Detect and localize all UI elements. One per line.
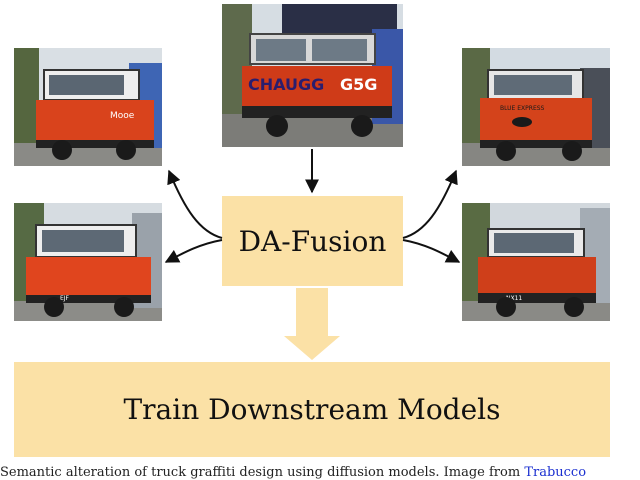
truck-image-top-right: BLUE EXPRESS [462, 48, 610, 166]
da-fusion-label: DA-Fusion [238, 224, 387, 258]
train-downstream-box: Train Downstream Models [14, 362, 610, 457]
arrow-fusion-to-top-left [167, 169, 223, 239]
truck-photo-top-right: BLUE EXPRESS [462, 48, 610, 166]
figure-caption: Semantic alteration of truck graffiti de… [0, 465, 640, 480]
truck-panel-text: BLUE EXPRESS [500, 105, 545, 112]
da-fusion-box: DA-Fusion [222, 196, 403, 286]
arrow-fusion-to-bottom-right [402, 239, 461, 263]
train-downstream-label: Train Downstream Models [123, 393, 501, 426]
truck-image-top-left: Mooe [14, 48, 162, 166]
truck-photo-bottom-left: EJF [14, 203, 162, 321]
caption-link[interactable]: Trabucco [524, 465, 587, 480]
graffiti-text: CHAUGG [248, 75, 324, 94]
truck-photo-top-left: Mooe [14, 48, 162, 166]
truck-photo-graffiti: CHAUGG G5G [222, 4, 403, 147]
truck-image-bottom-right: NX11 [462, 203, 610, 321]
truck-plate-text: NX11 [506, 295, 522, 302]
arrow-fusion-to-top-right [402, 169, 458, 239]
truck-plate-text: EJF [60, 295, 70, 302]
arrow-fusion-to-bottom-left [164, 239, 223, 263]
truck-image-bottom-left: EJF [14, 203, 162, 321]
block-arrow-down [284, 288, 340, 360]
graffiti-side-text: G5G [340, 75, 377, 94]
truck-image-top: CHAUGG G5G [222, 4, 403, 147]
truck-photo-bottom-right: NX11 [462, 203, 610, 321]
caption-text: Semantic alteration of truck graffiti de… [0, 465, 525, 480]
truck-brand-text: Mooe [110, 111, 135, 121]
